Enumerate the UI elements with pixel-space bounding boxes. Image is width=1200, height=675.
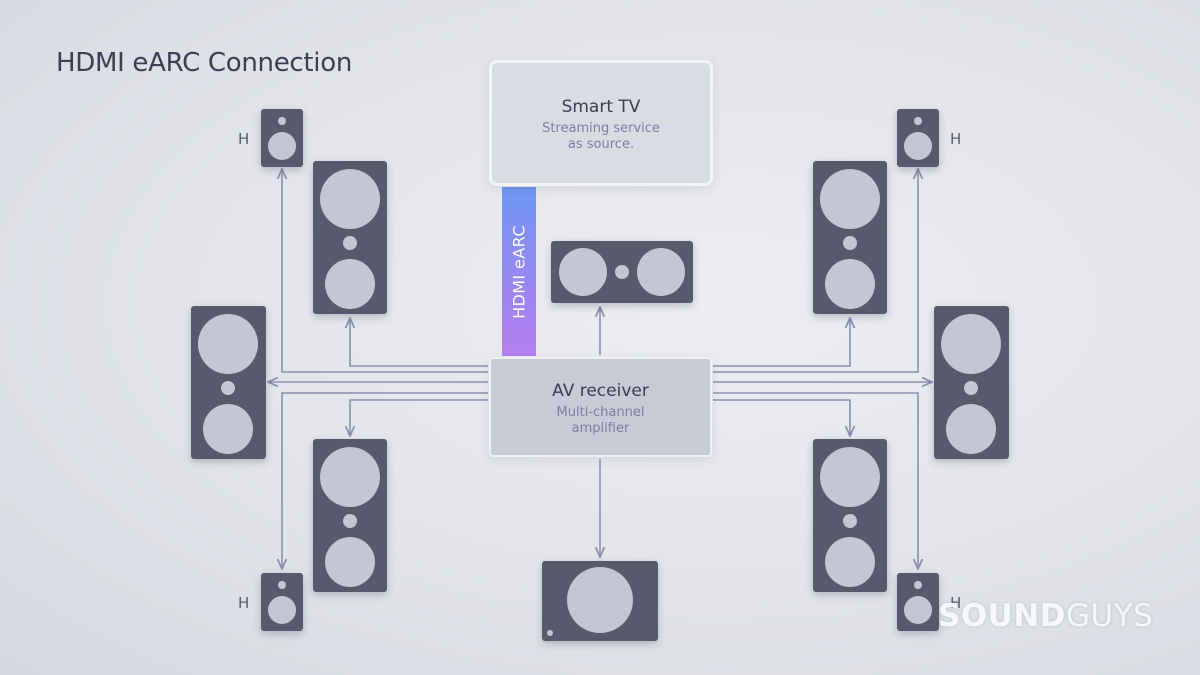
tweeter [964,381,978,395]
soundguys-watermark: SOUNDGUYS [938,598,1154,634]
tweeter [843,514,857,528]
tweeter [278,581,286,589]
lower-woofer [325,537,375,587]
smart-tv-subtitle: Streaming service as source. [492,121,710,153]
front-right-speaker [813,161,887,314]
tweeter [278,117,286,125]
woofer [904,596,932,624]
smart-tv-subtitle-line2: as source. [567,137,635,152]
front-left-speaker [313,161,387,314]
wire-bottom-right-height [713,392,918,569]
lower-woofer [825,259,875,309]
av-receiver-title: AV receiver [552,381,649,401]
lower-woofer [825,537,875,587]
subwoofer-port [547,630,553,636]
height-speaker-top-left [261,109,303,167]
wire-surround-right [713,399,850,436]
side-right-speaker [934,306,1009,459]
wire-surround-left [350,399,488,436]
woofer [268,132,296,160]
height-speaker-bottom-left [261,573,303,631]
lower-woofer [946,404,996,454]
upper-woofer [820,447,880,507]
upper-woofer [320,447,380,507]
wire-front-left [350,318,488,367]
smart-tv-box: Smart TV Streaming service as source. [489,60,713,186]
subwoofer [542,561,658,641]
upper-woofer [320,169,380,229]
height-speaker-top-right [897,109,939,167]
hdmi-earc-label: HDMI eARC [509,224,529,319]
hdmi-earc-cable: HDMI eARC [502,187,536,356]
smart-tv-subtitle-line1: Streaming service [542,121,660,136]
smart-tv-title: Smart TV [561,97,641,117]
center-speaker [551,241,693,303]
surround-left-speaker [313,439,387,592]
wire-front-right [713,318,850,367]
upper-woofer [941,314,1001,374]
height-label-bottom-right: H [950,594,962,612]
height-label-top-right: H [950,130,962,148]
side-left-speaker [191,306,266,459]
av-receiver-subtitle-line1: Multi-channel [556,405,645,420]
height-label-top-left: H [238,130,250,148]
av-receiver-subtitle: Multi-channel amplifier [491,405,710,437]
lower-woofer [203,404,253,454]
upper-woofer [820,169,880,229]
wire-top-left-height [282,169,488,373]
tweeter [843,236,857,250]
av-receiver-subtitle-line2: amplifier [571,421,630,436]
lower-woofer [325,259,375,309]
height-label-bottom-left: H [238,594,250,612]
diagram-title: HDMI eARC Connection [56,48,353,78]
tweeter [914,581,922,589]
wire-top-right-height [713,169,918,373]
tweeter [343,514,357,528]
tweeter [914,117,922,125]
tweeter [221,381,235,395]
height-speaker-bottom-right [897,573,939,631]
tweeter [615,265,629,279]
tweeter [343,236,357,250]
left-woofer [559,248,607,296]
wire-bottom-left-height [282,392,488,569]
av-receiver-box: AV receiver Multi-channel amplifier [489,357,712,457]
upper-woofer [198,314,258,374]
subwoofer-driver [567,567,633,633]
woofer [268,596,296,624]
woofer [904,132,932,160]
surround-right-speaker [813,439,887,592]
right-woofer [637,248,685,296]
